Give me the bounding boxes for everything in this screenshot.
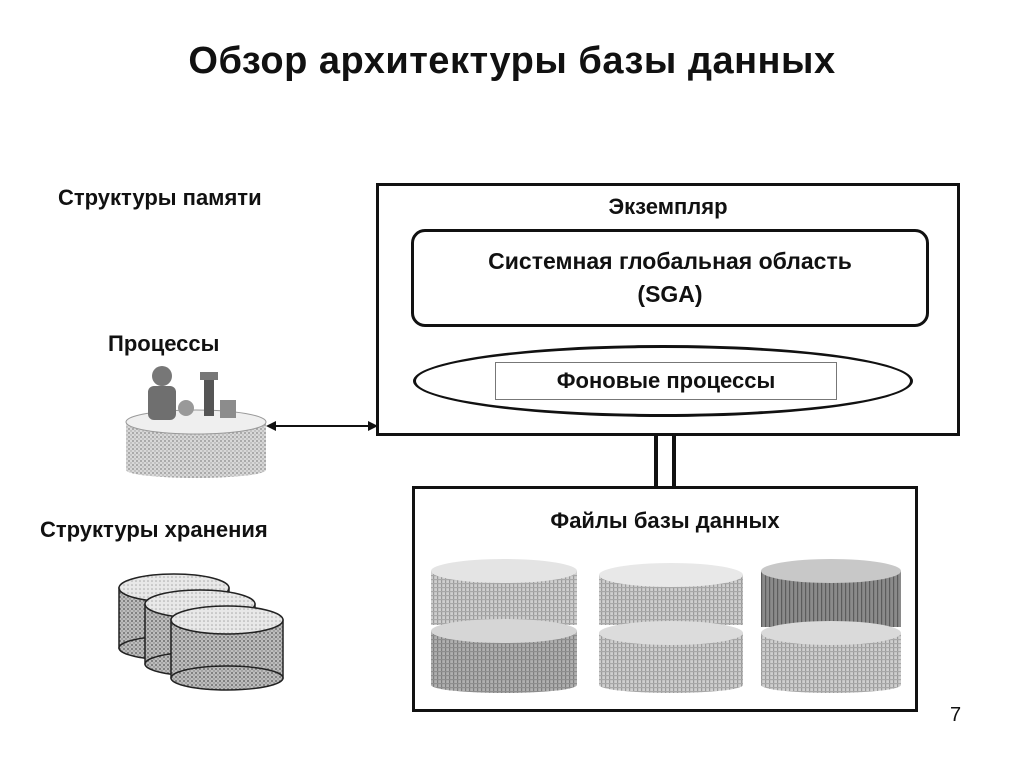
processes-label: Процессы bbox=[108, 331, 219, 357]
background-processes-label: Фоновые процессы bbox=[495, 362, 837, 400]
page-title: Обзор архитектуры базы данных bbox=[0, 40, 1024, 83]
processes-instance-arrow bbox=[266, 420, 378, 432]
storage-structures-label: Структуры хранения bbox=[40, 517, 268, 543]
storage-disks-icon bbox=[115, 568, 290, 698]
processes-icon bbox=[120, 360, 270, 480]
database-files-title: Файлы базы данных bbox=[412, 508, 918, 534]
instance-title: Экземпляр bbox=[376, 194, 960, 220]
memory-structures-label: Структуры памяти bbox=[58, 185, 262, 211]
instance-files-connector bbox=[650, 436, 680, 488]
sga-box: Системная глобальная область (SGA) bbox=[411, 229, 929, 327]
sga-abbreviation: (SGA) bbox=[637, 278, 702, 311]
database-cylinder-icon bbox=[425, 555, 905, 695]
sga-label: Системная глобальная область bbox=[488, 245, 852, 278]
page-number: 7 bbox=[950, 704, 961, 727]
